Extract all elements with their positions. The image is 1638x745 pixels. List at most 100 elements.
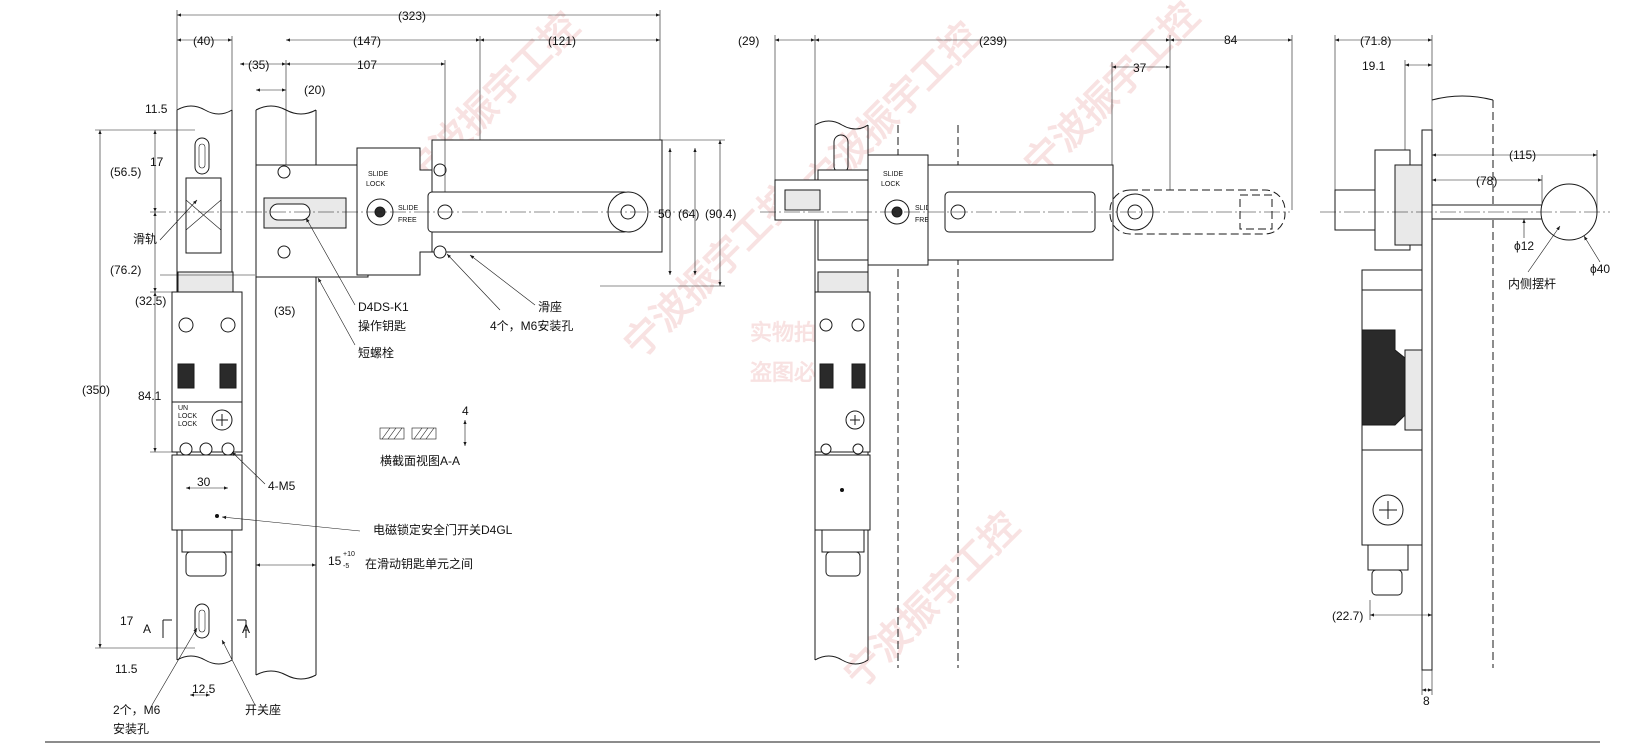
- cross-icon: [216, 414, 228, 426]
- leader-line: [1527, 225, 1561, 273]
- label-inner-lever: 内侧摆杆: [1508, 277, 1556, 291]
- cable-gland-nut: [185, 551, 227, 577]
- leader-line: [1583, 235, 1601, 263]
- label-between: 在滑动钥匙单元之间: [365, 557, 473, 571]
- indicator-window: [851, 363, 866, 389]
- extension-lines: [1334, 35, 1598, 695]
- dim-64: (64): [678, 207, 699, 221]
- dim-84-1: 84.1: [138, 389, 162, 403]
- section-mark: [162, 619, 172, 638]
- dim-37: 37: [1133, 61, 1147, 75]
- lock-mark: LOCK: [178, 413, 197, 420]
- lock-mark: LOCK: [881, 181, 900, 188]
- tolerance-lower: -5: [343, 563, 349, 570]
- dim-239: (239): [979, 34, 1007, 48]
- dim-17b: 17: [120, 614, 134, 628]
- cable-gland-nut: [825, 551, 861, 577]
- screw-icon: [819, 318, 833, 332]
- dim-30: 30: [197, 475, 211, 489]
- screw-icon: [179, 442, 193, 456]
- dim-12-5: 12.5: [192, 682, 216, 696]
- label-switch: 电磁锁定安全门开关D4GL: [373, 522, 513, 537]
- label-section-view: 横截面视图A-A: [380, 453, 460, 468]
- dim-19-1: 19.1: [1362, 59, 1386, 73]
- label-key-model: D4DS-K1: [358, 300, 409, 314]
- dim-78: (78): [1476, 174, 1497, 188]
- slide-mark: SLIDE: [915, 205, 936, 212]
- cross-icon: [850, 415, 860, 425]
- leader-line: [231, 451, 266, 485]
- front-view: UN LOCK LOCK SLIDE LOCK SLIDE FREE: [82, 9, 736, 736]
- tolerance-upper: +10: [343, 551, 355, 558]
- dim-323: (323): [398, 9, 426, 23]
- section-block: [379, 427, 405, 440]
- leader-line: [305, 217, 356, 306]
- extension-lines: [600, 139, 725, 287]
- dim-76-2: (76.2): [110, 263, 141, 277]
- dim-20: (20): [304, 83, 325, 97]
- cable-gland: [1367, 544, 1409, 571]
- leader-line: [151, 627, 198, 706]
- dim-115: (115): [1509, 148, 1536, 162]
- indicator-window: [177, 363, 195, 389]
- extension-lines: [95, 129, 255, 649]
- leader-line: [221, 639, 256, 706]
- unlock-mark: UN: [178, 405, 188, 412]
- bottom-slot: [194, 603, 210, 639]
- key-mount: [1394, 164, 1423, 246]
- free-mark: FREE: [915, 217, 934, 224]
- dim-40: (40): [193, 34, 214, 48]
- indicator-window: [819, 363, 834, 389]
- dim-35b: (35): [274, 304, 295, 318]
- screw-icon: [221, 442, 235, 456]
- side-view: (71.8) 19.1 (115) (78) ϕ12 ϕ40 内侧摆杆 (22.…: [1320, 34, 1610, 708]
- screw-icon: [220, 317, 236, 333]
- dim-147: (147): [353, 34, 381, 48]
- label-key-name: 操作钥匙: [358, 318, 406, 333]
- door-frame-outline: [255, 105, 317, 680]
- dim-56-5: (56.5): [110, 165, 141, 179]
- slide-mark: SLIDE: [398, 205, 419, 212]
- section-block: [411, 427, 437, 440]
- screw-icon: [852, 443, 864, 455]
- rail-slide-marks: [185, 199, 222, 231]
- lock-mark: LOCK: [366, 181, 385, 188]
- slide-mark: SLIDE: [368, 171, 389, 178]
- watermark-text: 宁波振宇工控: [837, 505, 1028, 696]
- plate-break-line: [1431, 95, 1494, 101]
- mount-plate: [1421, 129, 1433, 671]
- cross-icon: [1379, 501, 1397, 519]
- section-mark: [237, 619, 247, 638]
- hatching: [413, 427, 435, 440]
- leader-line: [159, 199, 198, 241]
- dim-11-5b: 11.5: [115, 662, 138, 676]
- label-m6-holes-4: 4个，M6安装孔: [490, 318, 573, 333]
- switch-lower-body: [814, 454, 871, 531]
- dim-107: 107: [357, 58, 377, 72]
- dim-32-5: (32.5): [135, 294, 166, 308]
- top-slot-inner: [198, 143, 206, 169]
- switch-lower-body: [171, 454, 243, 531]
- dim-50: 50: [658, 207, 672, 221]
- dim-8: 8: [1423, 694, 1430, 708]
- hatching: [381, 427, 403, 440]
- leader-line: [221, 515, 361, 532]
- slide-mark: SLIDE: [883, 171, 904, 178]
- lock-mark: LOCK: [178, 421, 197, 428]
- top-slot: [194, 137, 210, 175]
- cable-gland-nut: [1371, 569, 1403, 596]
- cable-gland: [821, 529, 865, 553]
- mount-hole-icon: [277, 165, 291, 179]
- cable-gland: [181, 529, 233, 553]
- label-slider: 滑座: [538, 299, 562, 314]
- section-label-a: A: [143, 622, 151, 636]
- mount-hole-icon: [277, 245, 291, 259]
- dim-11-5: 11.5: [145, 102, 168, 116]
- section-label-a: A: [242, 622, 250, 636]
- leader-line: [469, 254, 536, 306]
- mount-hole-icon: [433, 163, 447, 177]
- label-m6-holes-2b: 安装孔: [113, 721, 149, 736]
- leader-line: [317, 277, 356, 346]
- bottom-slot-inner: [198, 609, 206, 633]
- screw-icon: [851, 318, 865, 332]
